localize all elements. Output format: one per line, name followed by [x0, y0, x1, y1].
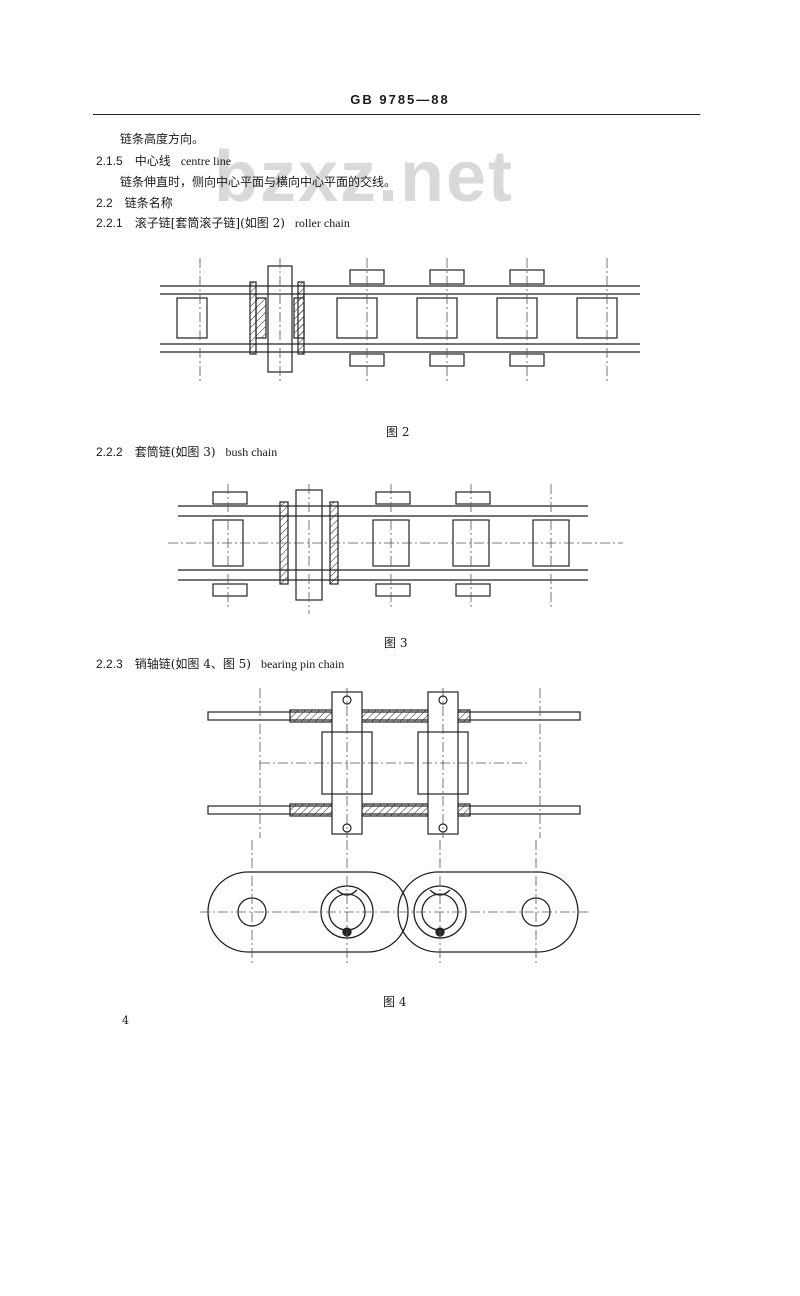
- figure-4-caption: 图 4: [383, 995, 407, 1009]
- watermark-text: bzxz.net: [214, 137, 515, 217]
- definition-text: 链条伸直时，侧向中心平面与横向中心平面的交线。: [120, 175, 397, 189]
- clause-term-cn: 滚子链[套筒滚子链](如图 2): [134, 216, 285, 230]
- clause-number: 2.1.5: [96, 154, 123, 168]
- clause-2-1-5-definition: 链条伸直时，侧向中心平面与横向中心平面的交线。: [120, 173, 396, 190]
- page-number: 4: [122, 1014, 129, 1027]
- clause-term-en: bush chain: [225, 445, 278, 459]
- clause-term-en: bearing pin chain: [260, 657, 345, 671]
- figure-4-bearing-pin-chain-plate-drawing: [200, 840, 590, 965]
- standard-header: GB 9785—88: [350, 92, 450, 107]
- clause-number: 2.2.3: [96, 657, 123, 671]
- clause-2-1-5: 2.1.5 中心线 centre line: [96, 152, 231, 169]
- header-rule: [93, 114, 700, 115]
- clause-2-2: 2.2 链条名称: [96, 194, 173, 211]
- clause-number: 2.2.2: [96, 445, 123, 459]
- clause-2-2-2: 2.2.2 套筒链(如图 3) bush chain: [96, 443, 277, 460]
- figure-3-bush-chain-drawing: [168, 484, 623, 614]
- clause-term-cn: 中心线: [134, 154, 171, 168]
- clause-number: 2.2: [96, 196, 113, 210]
- paragraph-text: 链条高度方向。: [120, 132, 205, 146]
- clause-term-cn: 链条名称: [124, 196, 173, 210]
- clause-2-2-3: 2.2.3 销轴链(如图 4、图 5) bearing pin chain: [96, 655, 344, 672]
- text-line-1: 链条高度方向。: [120, 130, 204, 147]
- clause-2-2-1: 2.2.1 滚子链[套筒滚子链](如图 2) roller chain: [96, 214, 350, 231]
- clause-term-cn: 套筒链(如图 3): [134, 445, 216, 459]
- figure-2-caption: 图 2: [386, 425, 410, 439]
- figure-2-roller-chain-drawing: [160, 258, 640, 383]
- figure-4-bearing-pin-chain-section-drawing: [207, 688, 581, 838]
- clause-number: 2.2.1: [96, 216, 123, 230]
- clause-term-en: roller chain: [294, 216, 350, 230]
- figure-3-caption: 图 3: [384, 636, 408, 650]
- clause-term-en: centre line: [180, 154, 232, 168]
- clause-term-cn: 销轴链(如图 4、图 5): [134, 657, 251, 671]
